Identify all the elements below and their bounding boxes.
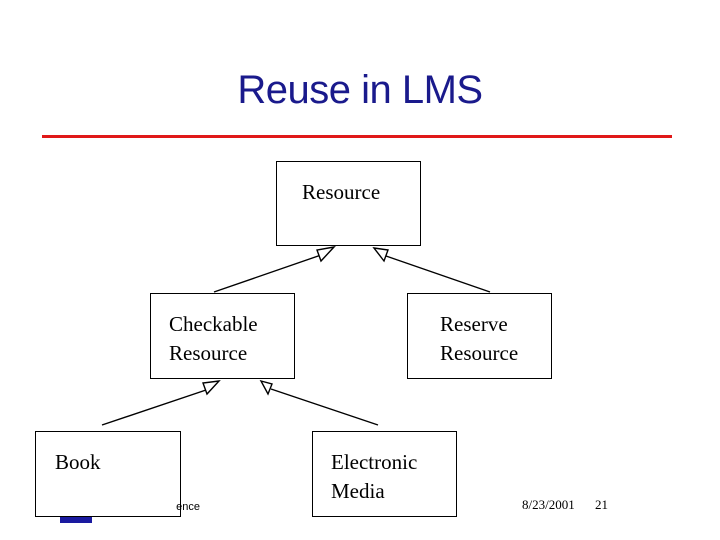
slide-title: Reuse in LMS [237, 68, 483, 112]
connector-reserve-to-resource [385, 255, 491, 293]
class-box-resource: Resource [276, 161, 421, 246]
generalization-arrowhead [202, 380, 221, 396]
class-label-line: Checkable [169, 312, 258, 336]
class-label-line: Electronic [331, 450, 418, 474]
class-label-line: Reserve [440, 312, 508, 336]
page-number: 21 [595, 497, 608, 512]
class-box-electronic-media: Electronic Media [312, 431, 457, 517]
class-label-line: Resource [440, 341, 519, 365]
class-label-line: Book [55, 450, 101, 474]
class-label-line: Media [331, 479, 385, 503]
connector-checkable-to-resource [213, 253, 325, 293]
class-label-line: Resource [302, 180, 381, 204]
class-box-reserve-resource: Reserve Resource [407, 293, 552, 379]
generalization-arrowhead [259, 379, 273, 396]
connector-electronic-to-checkable [270, 388, 379, 426]
footer-course-text: ence [176, 501, 200, 513]
class-label-line: Resource [169, 341, 248, 365]
connector-book-to-checkable [101, 388, 210, 426]
generalization-arrowhead [372, 247, 389, 263]
generalization-arrowhead [316, 245, 336, 263]
footer-date: 8/23/2001 [522, 497, 575, 512]
class-box-checkable-resource: Checkable Resource [150, 293, 295, 379]
title-underline [42, 135, 672, 138]
class-box-book: Book [35, 431, 181, 517]
